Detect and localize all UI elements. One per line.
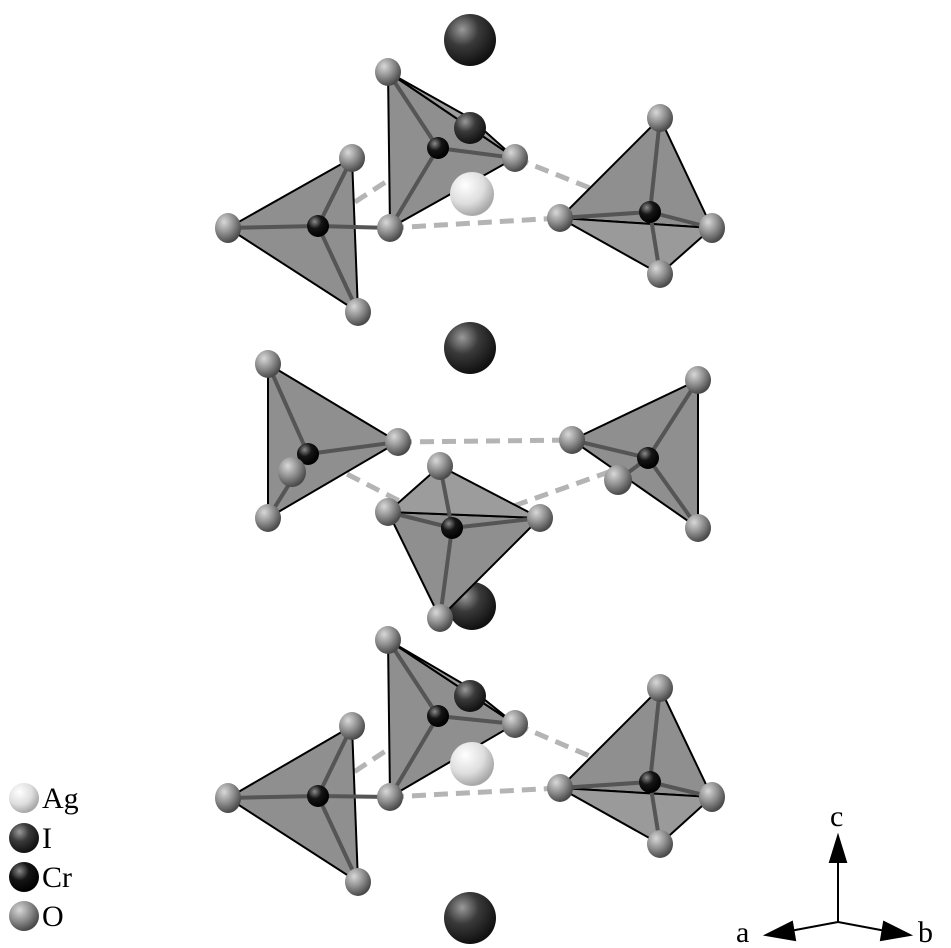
legend: Ag I Cr O	[9, 782, 79, 933]
b-axis-line	[837, 921, 887, 932]
legend-label-cr: Cr	[42, 861, 72, 894]
legend-label-i: I	[42, 822, 52, 855]
oxygen-atoms	[255, 350, 711, 632]
cro4-tetrahedron	[557, 116, 715, 276]
legend-label-o: O	[42, 900, 64, 933]
axis-label-c: c	[830, 800, 843, 833]
iodine-atom	[444, 14, 496, 66]
iodine-atom	[444, 892, 496, 944]
c-axis-arrow-icon	[828, 832, 848, 863]
cro4-tetrahedron	[570, 378, 700, 530]
layer-middle	[255, 350, 711, 632]
oxygen-atoms	[215, 626, 725, 896]
legend-item-o: O	[9, 900, 64, 933]
legend-label-ag: Ag	[42, 782, 79, 815]
cro4-tetrahedron	[226, 724, 391, 884]
oxygen-atoms	[215, 58, 725, 326]
legend-item-i: I	[9, 822, 52, 855]
cro4-tetrahedron	[386, 638, 517, 799]
cro4-tetrahedron	[386, 70, 517, 230]
iodine-atom	[454, 680, 486, 712]
b-axis-arrow-icon	[879, 920, 914, 942]
axis-triad	[762, 832, 914, 942]
axis-label-b: b	[918, 916, 933, 948]
cr-swatch-icon	[9, 862, 39, 892]
legend-item-ag: Ag	[9, 782, 79, 815]
layer-bottom	[215, 626, 725, 896]
cro4-tetrahedron	[266, 362, 400, 520]
cro4-tetrahedron	[385, 464, 543, 620]
legend-item-cr: Cr	[9, 861, 72, 894]
a-axis-line	[789, 921, 839, 932]
i-swatch-icon	[9, 823, 39, 853]
layer-top	[215, 14, 725, 326]
a-axis-arrow-icon	[762, 920, 797, 942]
axis-label-a: a	[736, 916, 749, 948]
ag-swatch-icon	[9, 783, 39, 813]
cro4-tetrahedron	[226, 156, 391, 314]
silver-atom	[450, 172, 494, 216]
o-swatch-icon	[9, 901, 39, 931]
cro4-tetrahedron	[557, 686, 715, 846]
iodine-atom	[454, 112, 486, 144]
iodine-atom	[444, 322, 496, 374]
silver-atom	[450, 742, 494, 786]
